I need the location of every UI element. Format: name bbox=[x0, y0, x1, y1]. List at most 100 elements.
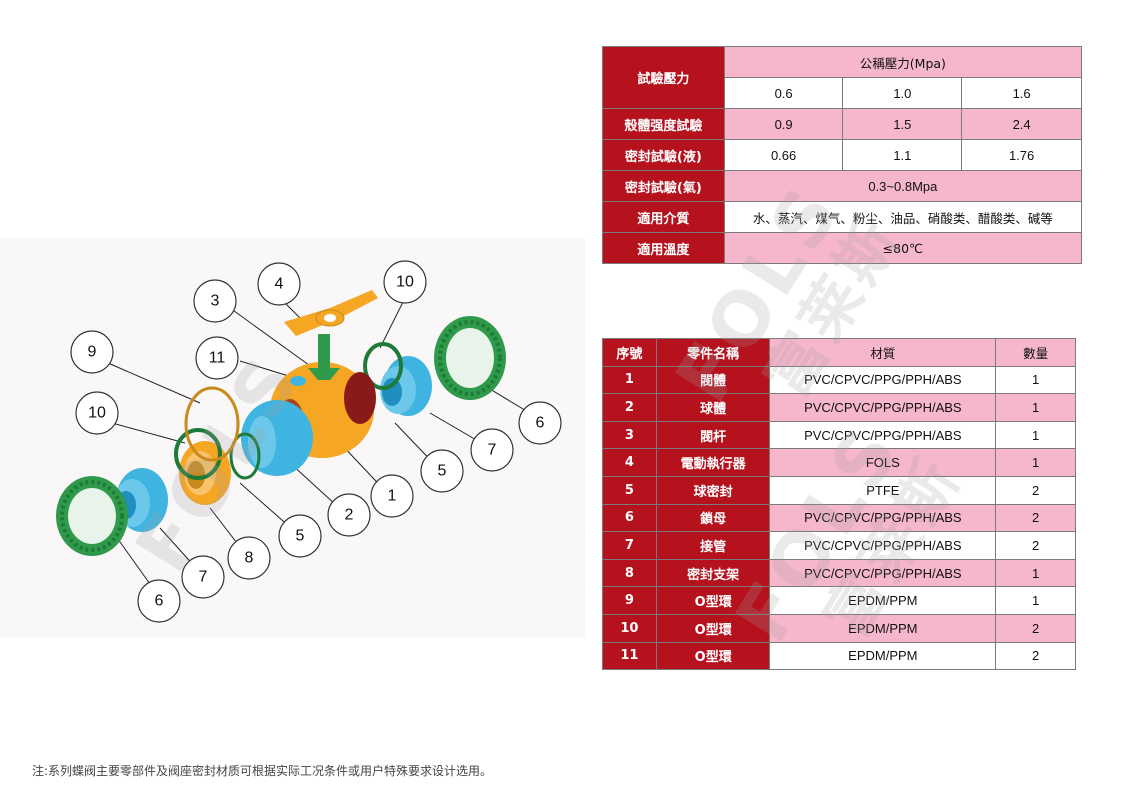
applicable-temperature-label: 適用溫度 bbox=[602, 232, 725, 264]
nominal-value: 1.0 bbox=[842, 77, 963, 109]
callout-2-circle bbox=[327, 493, 371, 537]
shell-strength-value: 0.9 bbox=[723, 108, 844, 140]
part-material: PVC/CPVC/PPG/PPH/ABS bbox=[769, 393, 997, 422]
col-header-name: 零件名稱 bbox=[655, 338, 771, 367]
part-no: 11 bbox=[602, 641, 657, 671]
part-qty: 2 bbox=[995, 613, 1076, 643]
part-no: 10 bbox=[602, 613, 657, 643]
nominal-pressure-header: 公稱壓力(Mpa) bbox=[723, 46, 1083, 78]
part-no: 8 bbox=[602, 558, 657, 588]
callout-5-right: 5 bbox=[438, 463, 447, 480]
left-o-ring bbox=[174, 428, 222, 480]
actuator-handle bbox=[284, 290, 378, 336]
part-no: 4 bbox=[602, 448, 657, 477]
part-material: FOLS bbox=[769, 448, 997, 477]
part-no: 2 bbox=[602, 393, 657, 422]
part-material: PVC/CPVC/PPG/PPH/ABS bbox=[769, 420, 997, 450]
test-pressure-header: 試驗壓力 bbox=[602, 46, 725, 109]
part-no: 5 bbox=[602, 475, 657, 505]
shell-strength-value: 1.5 bbox=[842, 108, 963, 140]
col-header-material: 材質 bbox=[769, 338, 997, 367]
part-name: 接管 bbox=[655, 531, 771, 560]
callout-7r-circle bbox=[470, 428, 514, 472]
part-name: 鎖母 bbox=[655, 503, 771, 533]
part-no: 3 bbox=[602, 420, 657, 450]
part-name: 閥杆 bbox=[655, 420, 771, 450]
valve-stem bbox=[308, 334, 340, 380]
gas-seal-value: 0.3~0.8Mpa bbox=[723, 170, 1083, 202]
part-qty: 1 bbox=[995, 420, 1076, 450]
left-union-nut bbox=[56, 476, 128, 556]
callout-8: 8 bbox=[245, 550, 254, 567]
part-qty: 1 bbox=[995, 448, 1076, 477]
part-qty: 1 bbox=[995, 558, 1076, 588]
applicable-temperature-value: ≤80℃ bbox=[723, 232, 1083, 264]
part-qty: 1 bbox=[995, 586, 1076, 615]
part-qty: 2 bbox=[995, 503, 1076, 533]
part-material: EPDM/PPM bbox=[769, 613, 997, 643]
callout-1: 1 bbox=[388, 488, 397, 505]
part-qty: 1 bbox=[995, 393, 1076, 422]
liquid-seal-label: 密封試驗(液) bbox=[602, 139, 725, 171]
part-name: 閥體 bbox=[655, 365, 771, 395]
part-material: EPDM/PPM bbox=[769, 641, 997, 671]
part-qty: 2 bbox=[995, 475, 1076, 505]
applicable-media-label: 適用介質 bbox=[602, 201, 725, 233]
callout-9-circle bbox=[70, 330, 114, 374]
ball-valve-exploded-diagram: 4 10 3 9 11 10 6 7 5 1 2 5 8 7 6 bbox=[56, 260, 562, 623]
callout-1-circle bbox=[370, 474, 414, 518]
nominal-value: 1.6 bbox=[961, 77, 1082, 109]
callout-7l-circle bbox=[181, 555, 225, 599]
part-qty: 2 bbox=[995, 531, 1076, 560]
col-header-no: 序號 bbox=[602, 338, 657, 367]
callout-10b-circle bbox=[75, 391, 119, 435]
callout-6-left: 6 bbox=[155, 593, 164, 610]
pressure-test-table: 試驗壓力 公稱壓力(Mpa) 0.6 1.0 1.6 殼體强度試驗 0.9 1.… bbox=[602, 46, 1083, 264]
callout-6r-circle bbox=[518, 401, 562, 445]
part-material: PVC/CPVC/PPG/PPH/ABS bbox=[769, 531, 997, 560]
nominal-value: 0.6 bbox=[723, 77, 844, 109]
callout-8-circle bbox=[227, 536, 271, 580]
right-end-connector bbox=[380, 356, 432, 416]
part-name: O型環 bbox=[655, 586, 771, 615]
part-no: 7 bbox=[602, 531, 657, 560]
part-material: PVC/CPVC/PPG/PPH/ABS bbox=[769, 503, 997, 533]
callout-3: 3 bbox=[211, 293, 220, 310]
shell-strength-value: 2.4 bbox=[961, 108, 1082, 140]
callout-7-right: 7 bbox=[488, 442, 497, 459]
right-union-nut bbox=[434, 316, 506, 400]
callout-10a-circle bbox=[383, 260, 427, 304]
part-name: O型環 bbox=[655, 613, 771, 643]
col-header-qty: 數量 bbox=[995, 338, 1076, 367]
callout-6l-circle bbox=[137, 579, 181, 623]
gas-seal-label: 密封試驗(氣) bbox=[602, 170, 725, 202]
part-no: 9 bbox=[602, 586, 657, 615]
callout-4: 4 bbox=[275, 276, 284, 293]
callout-11-circle bbox=[195, 336, 239, 380]
callout-10-top: 10 bbox=[396, 274, 414, 291]
part-no: 6 bbox=[602, 503, 657, 533]
callout-5r-circle bbox=[420, 449, 464, 493]
part-name: O型環 bbox=[655, 641, 771, 671]
footnote: 注:系列蝶阀主要零部件及阀座密封材质可根据实际工况条件或用户特殊要求设计选用。 bbox=[32, 764, 493, 778]
left-ball-seal bbox=[229, 432, 261, 480]
part-name: 電動執行器 bbox=[655, 448, 771, 477]
callout-6-right: 6 bbox=[536, 415, 545, 432]
callout-2: 2 bbox=[345, 507, 354, 524]
callout-4-circle bbox=[257, 262, 301, 306]
shell-strength-label: 殼體强度試驗 bbox=[602, 108, 725, 140]
liquid-seal-value: 0.66 bbox=[723, 139, 844, 171]
callout-9: 9 bbox=[88, 344, 97, 361]
body-o-ring bbox=[184, 386, 240, 462]
part-material: EPDM/PPM bbox=[769, 586, 997, 615]
